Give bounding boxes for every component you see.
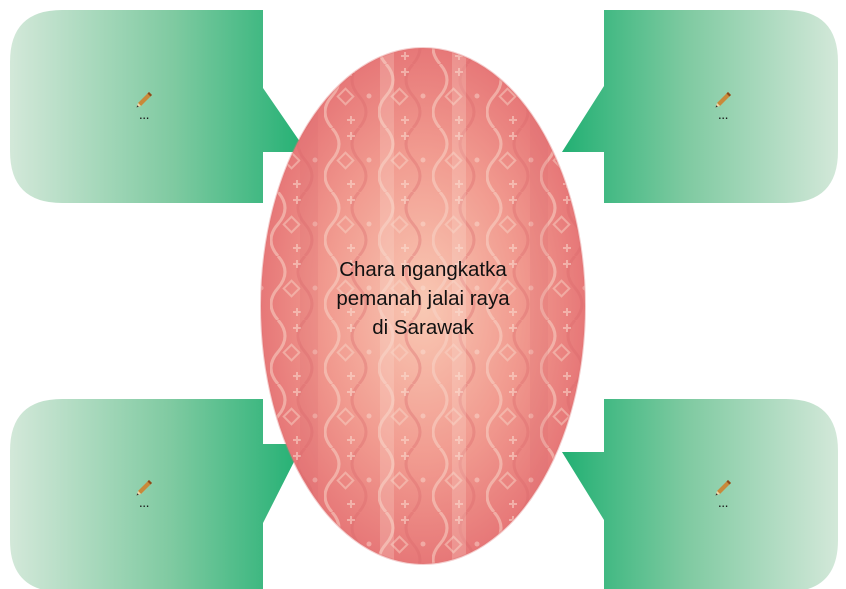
central-topic-line-2: pemanah jalai raya	[298, 284, 548, 313]
callout-top-right-shape	[562, 10, 838, 203]
central-topic-line-3: di Sarawak	[298, 313, 548, 342]
callout-bottom-right[interactable]: ...	[703, 478, 743, 518]
callout-placeholder: ...	[124, 110, 164, 118]
central-topic-label: Chara ngangkatka pemanah jalai raya di S…	[298, 255, 548, 342]
central-topic-line-1: Chara ngangkatka	[298, 255, 548, 284]
callout-placeholder: ...	[703, 110, 743, 118]
callout-top-left[interactable]: ...	[124, 90, 164, 130]
callout-placeholder: ...	[124, 498, 164, 506]
callout-top-right[interactable]: ...	[703, 90, 743, 130]
callout-bottom-right-shape	[562, 399, 838, 589]
callout-bottom-left[interactable]: ...	[124, 478, 164, 518]
callout-placeholder: ...	[703, 498, 743, 506]
